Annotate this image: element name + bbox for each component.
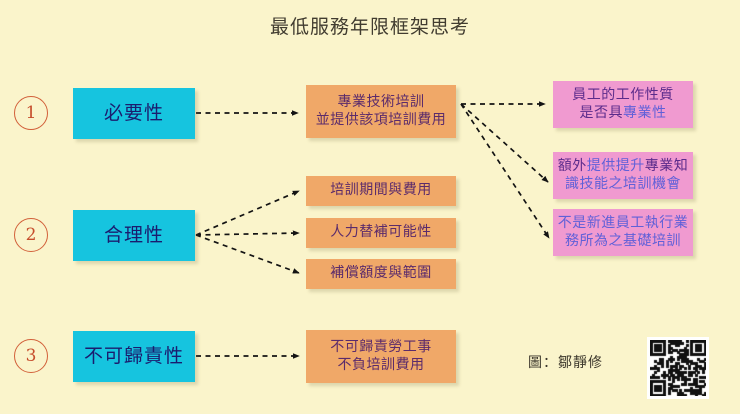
right-box-line: 是否具專業性	[580, 105, 667, 122]
criterion-label-3: 不可歸責性	[83, 344, 184, 367]
text-run: 專業知	[644, 158, 689, 175]
arrow-reasonableness-to-period	[195, 190, 300, 236]
criterion-box-necessity[interactable]: 必要性	[73, 88, 195, 139]
middle-box-compensation-scope[interactable]: 補償額度與範圍	[306, 259, 456, 289]
criterion-number-3: 3	[14, 339, 48, 373]
criterion-number-1: 1	[14, 96, 48, 130]
text-run: 識技能之培訓機會	[565, 175, 681, 192]
right-box-line: 務所為之基礎培訓	[565, 233, 681, 250]
text-run: 不是新進員工執行業	[557, 215, 689, 232]
middle-box-line: 不負培訓費用	[337, 356, 425, 373]
middle-box-line: 培訓期間與費用	[330, 182, 432, 199]
arrow-reasonableness-to-compensation	[195, 234, 300, 274]
middle-box-training-period-cost[interactable]: 培訓期間與費用	[306, 176, 456, 206]
middle-box-professional-training[interactable]: 專業技術培訓 並提供該項培訓費用	[306, 85, 456, 138]
text-run: 提供提升	[586, 158, 645, 175]
right-box-job-nature[interactable]: 員工的工作性質 是否具專業性	[553, 81, 693, 128]
right-box-line: 額外提供提升專業知	[558, 158, 689, 175]
middle-box-no-fee-when-not-attributable[interactable]: 不可歸責勞工事 不負培訓費用	[306, 330, 456, 383]
text-run: 是否具	[579, 104, 623, 121]
text-run: 專業性	[623, 104, 667, 121]
middle-box-line: 專業技術培訓	[337, 94, 425, 111]
text-run: 員工的工作性質	[572, 87, 674, 104]
right-box-line: 員工的工作性質	[572, 87, 674, 104]
page-title: 最低服務年限框架思考	[269, 16, 470, 38]
criterion-box-nonattributable[interactable]: 不可歸責性	[73, 331, 195, 382]
criterion-number-2: 2	[14, 218, 48, 252]
middle-box-line: 並提供該項培訓費用	[315, 111, 447, 128]
right-box-line: 不是新進員工執行業	[558, 215, 689, 232]
arrow-training-to-notbasic	[460, 103, 550, 239]
text-run: 額外	[557, 158, 587, 175]
right-box-extra-upskilling[interactable]: 額外提供提升專業知 識技能之培訓機會	[553, 152, 693, 199]
criterion-box-reasonableness[interactable]: 合理性	[73, 210, 195, 261]
middle-box-line: 不可歸責勞工事	[330, 339, 432, 356]
middle-box-line: 人力替補可能性	[330, 224, 432, 241]
arrow-training-to-extra	[460, 103, 549, 183]
criterion-label-2: 合理性	[103, 223, 164, 246]
criterion-label-1: 必要性	[103, 101, 164, 124]
qr-code[interactable]	[647, 337, 709, 399]
right-box-line: 識技能之培訓機會	[565, 176, 681, 193]
middle-box-line: 補償額度與範圍	[330, 265, 432, 282]
right-box-not-basic-training[interactable]: 不是新進員工執行業 務所為之基礎培訓	[553, 209, 693, 256]
text-run: 務所為之基礎培訓	[565, 232, 681, 249]
credit-text: 圖：鄒靜修	[528, 355, 603, 371]
arrow-reasonableness-to-replacement	[195, 230, 300, 236]
middle-box-manpower-substitution[interactable]: 人力替補可能性	[306, 218, 456, 248]
